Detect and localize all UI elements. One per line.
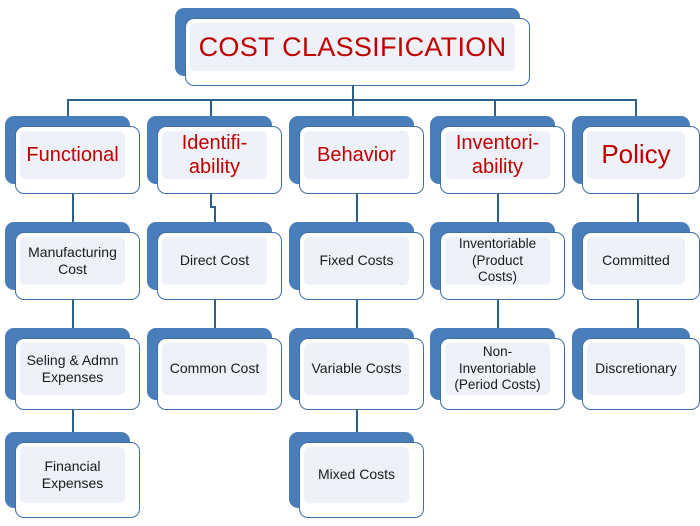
node-leaf-manufacturing-cost[interactable]: Manufacturing Cost (5, 222, 140, 300)
connector-identifiability-stem-upper (210, 194, 212, 206)
connector-drop-inventoriability (494, 99, 496, 116)
node-panel: Financial Expenses (20, 447, 125, 503)
node-card: Inventori- ability (440, 126, 565, 194)
connector-selling-to-financial (72, 410, 74, 432)
connector-drop-behavior (352, 99, 354, 116)
connector-direct-to-common (214, 300, 216, 328)
node-branch-policy[interactable]: Policy (572, 116, 700, 194)
node-label: Inventoriable (Product Costs) (458, 236, 537, 285)
node-label: Functional (26, 143, 119, 166)
connector-committed-to-discretionary (637, 300, 639, 328)
node-card: Discretionary (582, 338, 700, 410)
node-card: Non- Inventoriable (Period Costs) (440, 338, 565, 410)
node-panel: Fixed Costs (304, 237, 409, 285)
node-label: Policy (601, 139, 671, 170)
node-panel: Seling & Admn Expenses (20, 343, 125, 395)
node-label: Common Cost (169, 360, 260, 377)
node-card: Fixed Costs (299, 232, 424, 300)
node-panel: Direct Cost (162, 237, 267, 285)
node-leaf-discretionary[interactable]: Discretionary (572, 328, 700, 410)
node-label: COST CLASSIFICATION (198, 31, 507, 62)
connector-policy-to-committed (637, 194, 639, 222)
node-card: Manufacturing Cost (15, 232, 140, 300)
node-card: Policy (582, 126, 700, 194)
node-branch-identifiability[interactable]: Identifi- ability (147, 116, 282, 194)
connector-drop-identifiability (210, 99, 212, 116)
connector-identifiability-jog (210, 206, 216, 208)
connector-drop-policy (635, 99, 637, 116)
node-panel: Inventoriable (Product Costs) (445, 236, 550, 285)
node-panel: Non- Inventoriable (Period Costs) (445, 343, 550, 395)
node-label: Mixed Costs (317, 466, 396, 483)
node-leaf-selling-admn-expenses[interactable]: Seling & Admn Expenses (5, 328, 140, 410)
node-panel: Manufacturing Cost (20, 237, 125, 285)
node-panel: Common Cost (162, 343, 267, 395)
node-leaf-non-inventoriable-period-costs[interactable]: Non- Inventoriable (Period Costs) (430, 328, 565, 410)
node-panel: Mixed Costs (304, 447, 409, 503)
node-leaf-inventoriable-product-costs[interactable]: Inventoriable (Product Costs) (430, 222, 565, 300)
node-label: Inventori- ability (455, 131, 540, 178)
node-branch-inventoriability[interactable]: Inventori- ability (430, 116, 565, 194)
node-leaf-common-cost[interactable]: Common Cost (147, 328, 282, 410)
node-label: Non- Inventoriable (Period Costs) (454, 344, 541, 393)
connector-functional-to-manufacturing (72, 194, 74, 222)
connector-inventoriable-to-non-inventoriable (497, 300, 499, 328)
connector-drop-functional (67, 99, 69, 116)
node-leaf-direct-cost[interactable]: Direct Cost (147, 222, 282, 300)
node-card: Inventoriable (Product Costs) (440, 232, 565, 300)
connector-behavior-to-fixed (356, 194, 358, 222)
node-label: Discretionary (595, 360, 677, 377)
node-panel: Committed (587, 237, 685, 285)
connector-root-stem (352, 86, 354, 99)
node-card: Behavior (299, 126, 424, 194)
node-label: Financial Expenses (41, 457, 104, 491)
node-card: Functional (15, 126, 140, 194)
connector-manufacturing-to-selling (72, 300, 74, 328)
node-card: Common Cost (157, 338, 282, 410)
node-label: Fixed Costs (319, 252, 394, 269)
node-card: Direct Cost (157, 232, 282, 300)
node-panel: Policy (587, 131, 685, 179)
node-label: Variable Costs (311, 360, 402, 377)
node-label: Identifi- ability (181, 131, 248, 178)
node-panel: COST CLASSIFICATION (190, 23, 515, 71)
node-leaf-committed[interactable]: Committed (572, 222, 700, 300)
node-label: Direct Cost (179, 252, 250, 269)
node-leaf-mixed-costs[interactable]: Mixed Costs (289, 432, 424, 518)
connector-identifiability-stem-lower (214, 206, 216, 222)
node-label: Behavior (317, 143, 396, 166)
node-panel: Variable Costs (304, 343, 409, 395)
connector-inventoriability-to-inventoriable (497, 194, 499, 222)
node-leaf-fixed-costs[interactable]: Fixed Costs (289, 222, 424, 300)
node-panel: Identifi- ability (162, 131, 267, 179)
node-panel: Discretionary (587, 343, 685, 395)
node-panel: Behavior (304, 131, 409, 179)
node-card: Identifi- ability (157, 126, 282, 194)
node-label: Seling & Admn Expenses (26, 351, 119, 385)
connector-fixed-to-variable (356, 300, 358, 328)
node-panel: Inventori- ability (445, 131, 550, 179)
node-branch-functional[interactable]: Functional (5, 116, 140, 194)
node-root-cost-classification[interactable]: COST CLASSIFICATION (175, 8, 530, 86)
node-leaf-variable-costs[interactable]: Variable Costs (289, 328, 424, 410)
node-panel: Functional (20, 131, 125, 179)
node-leaf-financial-expenses[interactable]: Financial Expenses (5, 432, 140, 518)
node-branch-behavior[interactable]: Behavior (289, 116, 424, 194)
node-card: Financial Expenses (15, 442, 140, 518)
node-card: Mixed Costs (299, 442, 424, 518)
node-card: COST CLASSIFICATION (185, 18, 530, 86)
node-card: Seling & Admn Expenses (15, 338, 140, 410)
node-card: Committed (582, 232, 700, 300)
connector-variable-to-mixed (356, 410, 358, 432)
node-card: Variable Costs (299, 338, 424, 410)
node-label: Committed (602, 252, 670, 269)
node-label: Manufacturing Cost (28, 243, 117, 277)
